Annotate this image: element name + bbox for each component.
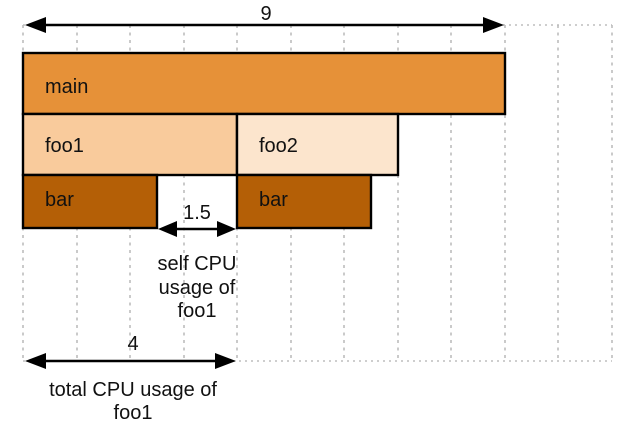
frame-main-label: main xyxy=(45,76,88,98)
total-usage-caption-line: total CPU usage of xyxy=(49,379,217,401)
total-usage-value: 4 xyxy=(127,333,138,355)
self-usage-arrow: 1.5 self CPU usage of foo1 xyxy=(158,202,237,322)
total-span-arrow: 9 xyxy=(25,3,504,33)
arrow-left-head-icon xyxy=(158,221,177,237)
arrow-left-head-icon xyxy=(25,353,46,369)
frame-foo1-label: foo1 xyxy=(45,135,84,157)
arrow-right-head-icon xyxy=(215,353,236,369)
frame-main xyxy=(21,51,507,116)
frames: main foo1 foo2 bar bar xyxy=(21,51,507,230)
self-usage-value: 1.5 xyxy=(183,202,211,224)
arrow-left-head-icon xyxy=(25,17,46,33)
frame-bar-right-label: bar xyxy=(259,189,288,211)
frame-bar-left xyxy=(21,173,159,230)
frame-foo2-label: foo2 xyxy=(259,135,298,157)
total-usage-arrow: 4 total CPU usage of foo1 xyxy=(25,333,236,424)
self-usage-caption-line: foo1 xyxy=(178,300,217,322)
self-usage-caption-line: usage of xyxy=(159,277,236,299)
frame-bar-right xyxy=(235,173,373,230)
total-span-value: 9 xyxy=(260,3,271,25)
total-usage-caption-line: foo1 xyxy=(114,402,153,424)
arrow-right-head-icon xyxy=(217,221,236,237)
arrow-right-head-icon xyxy=(483,17,504,33)
self-usage-caption-line: self CPU xyxy=(158,253,237,275)
frame-bar-left-label: bar xyxy=(45,189,74,211)
